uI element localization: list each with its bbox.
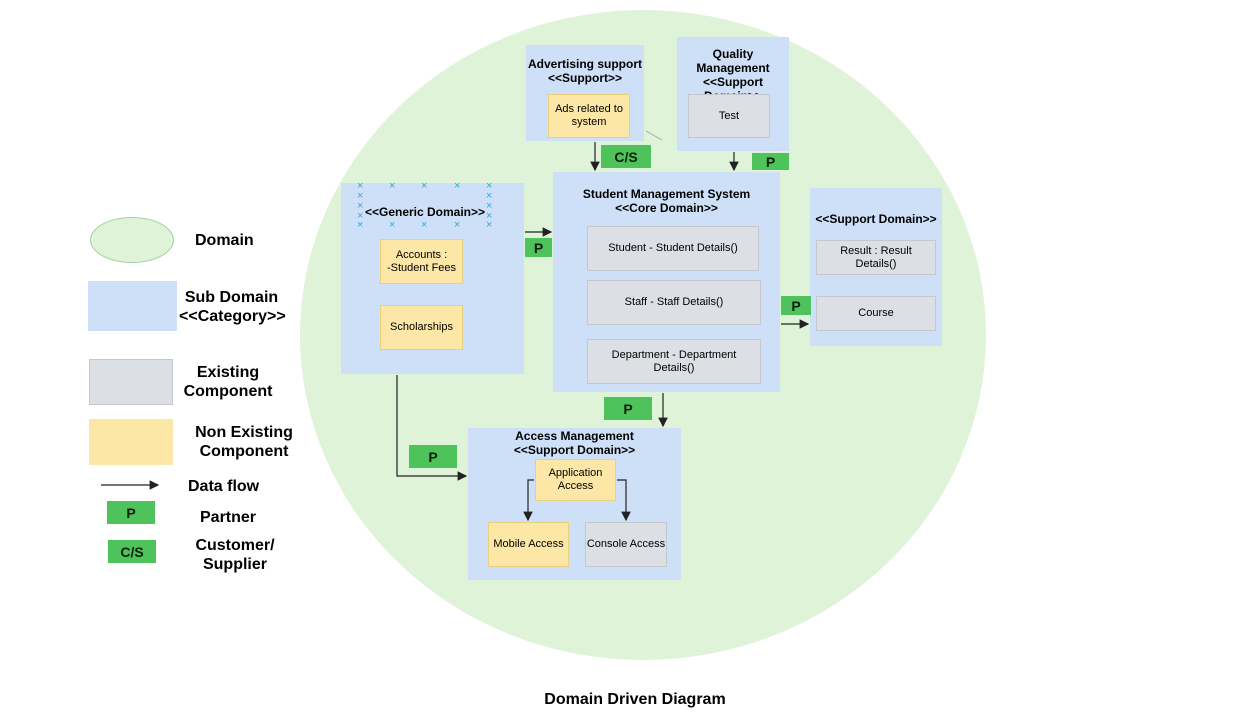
- legend-cs-text: Customer/: [195, 537, 275, 554]
- partner-badge-generic: P: [525, 238, 552, 257]
- legend-cs-label: Customer/ Supplier: [190, 536, 280, 574]
- legend-partner-badge: P: [107, 501, 155, 524]
- accounts-detail: -Student Fees: [386, 261, 457, 274]
- course-component: Course: [816, 296, 936, 331]
- legend-nonexisting-text: Non Existing: [195, 424, 293, 441]
- legend-cs-text-2: Supplier: [202, 556, 267, 573]
- access-subtitle: <<Support Domain>>: [513, 443, 636, 457]
- department-component: Department - Department Details(): [587, 339, 761, 384]
- legend-domain-swatch: [90, 217, 174, 263]
- result-component: Result : Result Details(): [816, 240, 936, 275]
- core-subtitle: <<Core Domain>>: [615, 201, 718, 215]
- legend-existing-text: Existing: [196, 364, 260, 381]
- test-component: Test: [688, 94, 770, 138]
- pattern-cross-icon: ×: [454, 219, 461, 231]
- ads-component: Ads related to system: [548, 94, 630, 138]
- legend-subdomain-category: <<Category>>: [179, 308, 286, 325]
- pattern-cross-icon: ×: [357, 210, 364, 222]
- pattern-cross-icon: ×: [421, 180, 428, 192]
- legend-dataflow-label: Data flow: [188, 478, 260, 495]
- pattern-cross-icon: ×: [389, 180, 396, 192]
- pattern-cross-icon: ×: [454, 180, 461, 192]
- partner-badge-access-left: P: [409, 445, 457, 468]
- application-to-mobile-arrow: [523, 479, 534, 522]
- console-access-component: Console Access: [585, 522, 667, 567]
- student-component: Student - Student Details(): [587, 226, 759, 271]
- pattern-cross-icon: ×: [486, 200, 493, 212]
- scholarships-component: Scholarships: [380, 305, 463, 350]
- legend-domain-label: Domain: [195, 232, 254, 249]
- diagram-caption: Domain Driven Diagram: [544, 691, 726, 708]
- application-access-component: Application Access: [535, 459, 616, 501]
- partner-badge-core-bottom: P: [604, 397, 652, 420]
- quality-title: Quality Management: [696, 47, 770, 75]
- application-to-console-arrow: [617, 479, 631, 522]
- staff-component: Staff - Staff Details(): [587, 280, 761, 325]
- pattern-cross-icon: ×: [421, 219, 428, 231]
- cs-badge-advertising: C/S: [601, 145, 651, 168]
- pattern-cross-icon: ×: [357, 190, 364, 202]
- partner-badge-quality: P: [752, 153, 789, 170]
- pattern-cross-icon: ×: [486, 210, 493, 222]
- legend-nonexisting-swatch: [89, 419, 173, 465]
- legend-partner-label: Partner: [200, 509, 257, 526]
- pattern-cross-icon: ×: [486, 190, 493, 202]
- legend-existing-text-2: Component: [183, 383, 273, 400]
- generic-to-access-arrow: [396, 375, 468, 481]
- mobile-access-component: Mobile Access: [488, 522, 569, 567]
- legend-existing-label: Existing Component: [180, 363, 276, 401]
- advertising-subtitle: <<Support>>: [547, 71, 623, 85]
- legend-subdomain-text: Sub Domain: [184, 289, 279, 306]
- advertising-title: Advertising support: [527, 57, 642, 71]
- access-title: Access Management: [515, 429, 634, 443]
- pattern-cross-icon: ×: [357, 200, 364, 212]
- pattern-cross-icon: ×: [486, 180, 493, 192]
- legend-cs-badge: C/S: [108, 540, 156, 563]
- accounts-component: Accounts : -Student Fees: [380, 239, 463, 284]
- pattern-cross-icon: ×: [486, 219, 493, 231]
- core-title: Student Management System: [582, 187, 751, 201]
- pattern-cross-icon: ×: [357, 219, 364, 231]
- legend-subdomain-label: Sub Domain <<Category>>: [179, 288, 286, 326]
- legend-existing-swatch: [89, 359, 173, 405]
- accounts-label: Accounts :: [395, 248, 448, 261]
- legend-subdomain-swatch: [88, 281, 177, 331]
- faint-connector-line: [645, 130, 663, 141]
- partner-badge-right: P: [781, 296, 811, 315]
- legend-nonexisting-label: Non Existing Component: [193, 423, 295, 461]
- pattern-cross-icon: ×: [357, 180, 364, 192]
- pattern-cross-icon: ×: [389, 219, 396, 231]
- generic-title: <<Generic Domain>>: [364, 205, 486, 219]
- support-right-title: <<Support Domain>>: [815, 212, 937, 226]
- legend-nonexisting-text-2: Component: [199, 443, 289, 460]
